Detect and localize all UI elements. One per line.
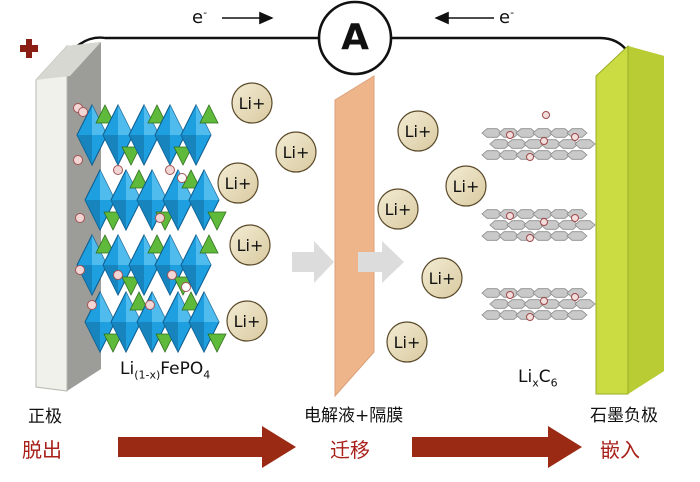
lithium-ion: Li+	[226, 300, 268, 342]
lithium-atom	[540, 218, 548, 226]
ion-label: Li+	[429, 269, 456, 288]
lithium-ion: Li+	[386, 321, 428, 363]
lithium-ion: Li+	[397, 110, 439, 152]
process-label-migration: 迁移	[330, 438, 370, 462]
graphite-layers	[481, 111, 596, 321]
lithium-atom	[87, 300, 97, 310]
tetrahedron	[207, 211, 227, 231]
ion-label: Li+	[239, 94, 266, 113]
lithium-atom	[540, 297, 548, 305]
lithium-atom	[526, 234, 534, 242]
migration-arrow-icon	[292, 241, 334, 283]
lithium-ion: Li+	[217, 162, 259, 204]
tetrahedron	[129, 291, 149, 311]
tetrahedron	[199, 234, 219, 254]
ion-label: Li+	[234, 312, 261, 331]
separator-membrane	[334, 75, 375, 398]
lithium-atom	[571, 133, 579, 141]
tetrahedron	[103, 333, 123, 353]
graphite-sheet	[481, 128, 596, 161]
tetrahedron	[181, 291, 201, 311]
lithium-ion: Li+	[377, 188, 419, 230]
graphite-sheet	[481, 209, 596, 242]
tetrahedron	[95, 104, 115, 124]
tetrahedron	[199, 104, 219, 124]
lithium-atom	[75, 265, 85, 275]
graphite-sheet	[481, 288, 596, 321]
cathode-crystal-lattice	[73, 103, 227, 354]
ion-label: Li+	[394, 333, 421, 352]
separator-label: 电解液+隔膜	[304, 406, 404, 426]
lithium-ion: Li+	[229, 224, 271, 266]
tetrahedron	[147, 104, 167, 124]
cathode-formula: Li(1-x)FePO4	[120, 359, 211, 382]
lithium-atom	[177, 173, 187, 183]
tetrahedron	[173, 146, 193, 166]
lithium-ion: Li+	[231, 82, 273, 124]
lithium-atom	[73, 155, 83, 165]
lithium-atom	[167, 270, 177, 280]
lithium-atom	[165, 165, 175, 175]
lithium-ion: Li+	[421, 257, 463, 299]
cathode-plate	[35, 42, 101, 392]
tetrahedron	[95, 234, 115, 254]
electron-label-left: e-	[192, 6, 208, 28]
anode-label: 石墨负极	[590, 406, 658, 426]
anode-plate	[595, 44, 664, 395]
anode-formula: LixC6	[518, 367, 558, 390]
tetrahedron	[147, 234, 167, 254]
lithium-atom	[506, 291, 514, 299]
lithium-atom	[526, 153, 534, 161]
lithium-ions: Li+ Li+ Li+ Li+ Li+ Li+ Li+ Li+ Li+ Li+	[217, 82, 487, 363]
lithium-atom	[506, 212, 514, 220]
lithium-atom	[181, 282, 191, 292]
tetrahedron	[155, 333, 175, 353]
octahedron	[180, 103, 212, 167]
ion-label: Li+	[225, 174, 252, 193]
ion-label: Li+	[237, 236, 264, 255]
lithium-atom	[542, 111, 550, 119]
lithium-atom	[526, 313, 534, 321]
ion-label: Li+	[453, 177, 480, 196]
process-arrow-icon	[118, 426, 296, 468]
lithium-atom	[145, 300, 155, 310]
lithium-atom	[113, 270, 123, 280]
lithium-atom	[113, 165, 123, 175]
plus-icon	[20, 39, 38, 58]
lithium-atom	[540, 137, 548, 145]
process-label-intercalation: 嵌入	[600, 438, 640, 462]
process-arrow-icon	[412, 426, 582, 468]
lithium-atom	[75, 213, 85, 223]
ion-label: Li+	[385, 200, 412, 219]
lithium-ion: Li+	[275, 131, 317, 173]
tetrahedron	[207, 333, 227, 353]
ammeter-icon	[317, 0, 393, 76]
ammeter-symbol: A	[341, 17, 369, 58]
lithium-atom	[155, 213, 165, 223]
lithium-atom	[571, 214, 579, 222]
cathode-label: 正极	[28, 407, 62, 427]
tetrahedron	[129, 169, 149, 189]
lithium-atom	[506, 131, 514, 139]
process-label-deintercalation: 脱出	[22, 438, 62, 462]
migration-arrow-icon	[358, 241, 404, 283]
ion-label: Li+	[283, 143, 310, 162]
tetrahedron	[121, 146, 141, 166]
ion-label: Li+	[405, 122, 432, 141]
tetrahedron	[121, 276, 141, 296]
lithium-ion: Li+	[445, 165, 487, 207]
electron-label-right: e-	[499, 6, 515, 28]
tetrahedron	[103, 211, 123, 231]
lithium-atom	[571, 293, 579, 301]
lithium-atom	[78, 107, 88, 117]
